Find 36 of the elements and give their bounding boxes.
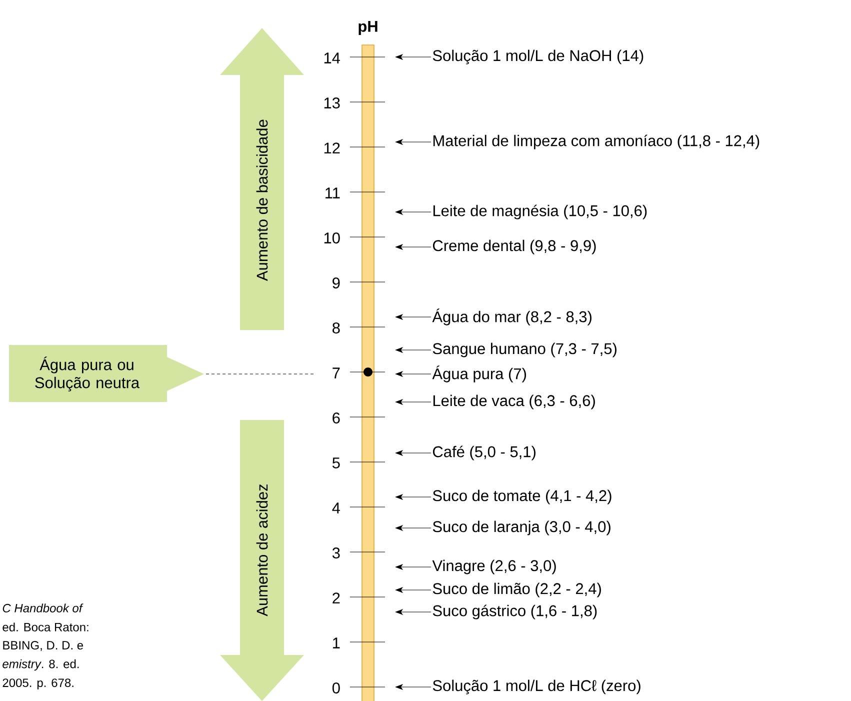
- substance-label: Leite de vaca (6,3 - 6,6): [433, 394, 595, 410]
- tick-label: 13: [324, 98, 340, 108]
- substance-label: Material de limpeza com amoníaco (11,8 - 12,4): [433, 134, 760, 150]
- citation-text: emistry. 8. ed.: [2, 659, 79, 671]
- substance-label: Leite de magnésia (10,5 - 10,6): [433, 204, 647, 220]
- citation-text: C Handbook of: [2, 604, 84, 612]
- substance-label: Água pura (7): [432, 366, 526, 382]
- axis-title: pH: [358, 21, 378, 35]
- substance-label: Creme dental (9,8 - 9,9): [433, 240, 596, 254]
- tick-label: 11: [326, 188, 340, 198]
- tick-label: 6: [332, 412, 340, 424]
- substance-label: Café (5,0 - 5,1): [433, 446, 536, 460]
- substance-label: Solução 1 mol/L de HCℓ (zero): [432, 680, 640, 694]
- substance-label: Suco de limão (2,2 - 2,4): [432, 582, 601, 598]
- substance-label: Vinagre (2,6 - 3,0): [432, 560, 556, 574]
- citation-text: ed. Boca Raton:: [2, 622, 88, 632]
- tick-label: 1: [333, 638, 340, 648]
- tick-label: 3: [332, 548, 340, 558]
- tick-label: 8: [332, 322, 340, 334]
- substance-label: Suco gástrico (1,6 - 1,8): [432, 604, 597, 620]
- substance-label: Sangue humano (7,3 - 7,5): [432, 342, 616, 358]
- substance-label: Suco de laranja (3,0 - 4,0): [432, 520, 610, 536]
- citation-text: BBING, D. D. e: [3, 641, 84, 651]
- substance-label: Solução 1 mol/L de NaOH (14): [432, 50, 644, 64]
- tick-label: 5: [332, 458, 340, 468]
- citation-text: 2005. p. 678.: [2, 678, 74, 690]
- tick-label: 10: [324, 232, 340, 244]
- substance-label: Suco de tomate (4,1 - 4,2): [432, 490, 612, 504]
- substance-label: Água do mar (8,2 - 8,3): [432, 308, 592, 326]
- tick-label: 14: [324, 52, 340, 64]
- tick-label: 7: [332, 368, 340, 378]
- tick-label: 4: [332, 502, 340, 514]
- tick-label: 0: [332, 682, 340, 694]
- tick-label: 2: [332, 592, 340, 604]
- tick-label: 12: [324, 142, 340, 154]
- tick-label: 9: [332, 278, 340, 288]
